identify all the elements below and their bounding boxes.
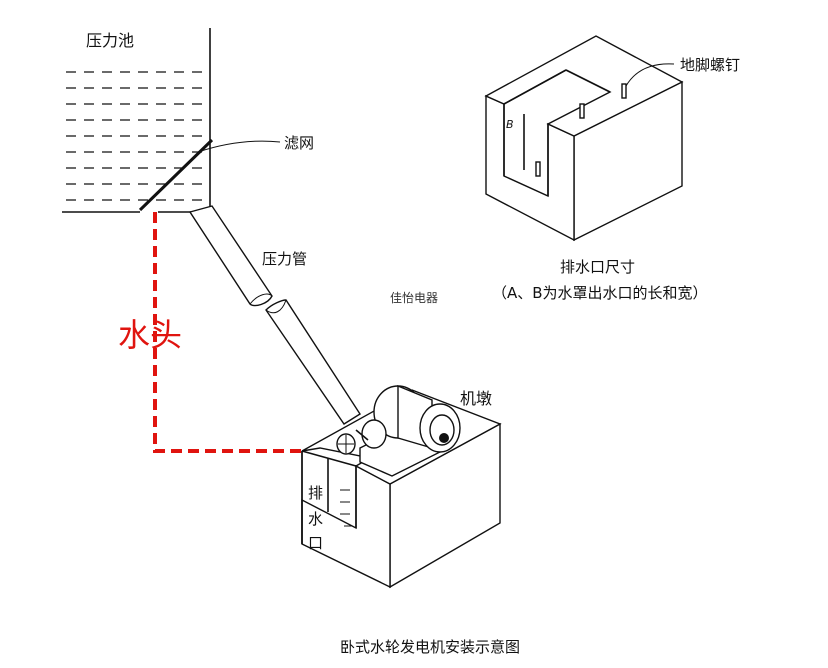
tailrace-label-1: 排 — [308, 484, 323, 502]
tailrace-label-2: 水 — [308, 510, 323, 528]
outlet-size-note: （A、B为水罩出水口的长和宽） — [492, 284, 708, 302]
tank-water-lines — [66, 71, 206, 201]
diagram-caption: 卧式水轮发电机安装示意图 — [340, 638, 520, 656]
pressure-tank-label: 压力池 — [86, 31, 134, 50]
penstock-label: 压力管 — [262, 250, 307, 268]
water-head-indicator: 水头 — [118, 212, 302, 453]
outlet-size-title: 排水口尺寸 — [560, 258, 635, 276]
brand-watermark: 佳怡电器 — [390, 291, 438, 305]
outlet-box-detail: B 地脚螺钉 排水口尺寸 （A、B为水罩出水口的长和宽） — [484, 35, 740, 302]
dim-b-label: B — [506, 118, 514, 131]
pier-label: 机墩 — [460, 389, 492, 408]
pressure-tank: 压力池 滤网 — [62, 28, 314, 213]
tailrace-label-3: 口 — [308, 534, 323, 552]
penstock: 压力管 — [188, 205, 361, 425]
turbine-generator — [336, 384, 461, 477]
filter-screen-label: 滤网 — [284, 134, 314, 152]
anchor-bolt-label: 地脚螺钉 — [680, 56, 740, 74]
water-head-label: 水头 — [118, 316, 182, 354]
